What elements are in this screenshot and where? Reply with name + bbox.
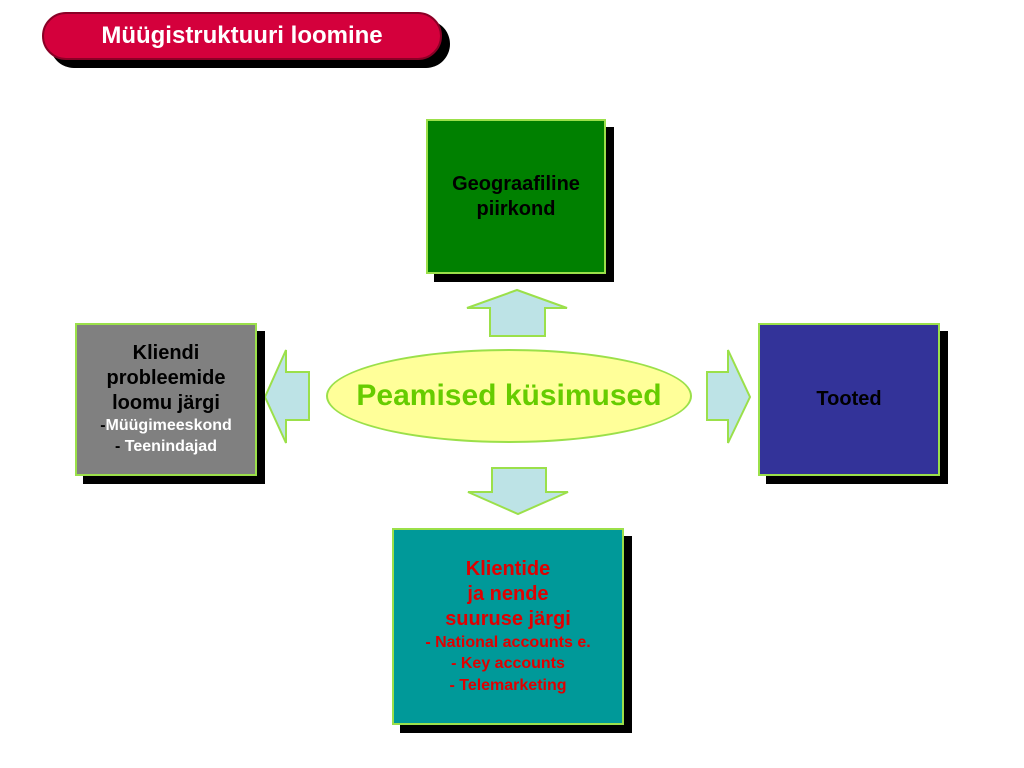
arrow-left-icon	[263, 349, 310, 444]
bottom-box-line3: suuruse järgi	[445, 607, 571, 630]
arrow-right-icon	[706, 349, 752, 444]
slide-title: Müügistruktuuri loomine	[101, 22, 383, 49]
left-box-line1: Kliendi	[132, 342, 200, 365]
bottom-box-item: - National accounts e.	[425, 633, 591, 651]
title-banner: Müügistruktuuri loomine	[42, 12, 442, 60]
box-client-problems: Kliendi probleemide loomu järgi -Müügime…	[75, 323, 257, 476]
bottom-box-item: - Key accounts	[451, 655, 565, 673]
bottom-box-line1: Klientide	[465, 557, 551, 580]
top-box-line2: piirkond	[476, 197, 556, 220]
left-box-item: - Teenindajad	[115, 438, 217, 455]
center-ellipse: Peamised küsimused	[326, 349, 692, 443]
center-label: Peamised küsimused	[356, 379, 662, 412]
bottom-box-item: - Telemarketing	[449, 676, 567, 694]
top-box-line1: Geograafiline	[452, 172, 580, 195]
arrow-up-icon	[466, 288, 568, 337]
left-box-line2: probleemide	[106, 367, 226, 390]
box-geographic-region: Geograafiline piirkond	[426, 119, 606, 274]
left-box-item: -Müügimeeskond	[100, 417, 232, 435]
bottom-box-line2: ja nende	[467, 582, 549, 605]
left-box-line3: loomu järgi	[112, 392, 220, 415]
right-box-label: Tooted	[816, 388, 882, 410]
arrow-down-icon	[467, 467, 569, 516]
box-clients-size: Klientide ja nende suuruse järgi - Natio…	[392, 528, 624, 725]
box-products: Tooted	[758, 323, 940, 476]
